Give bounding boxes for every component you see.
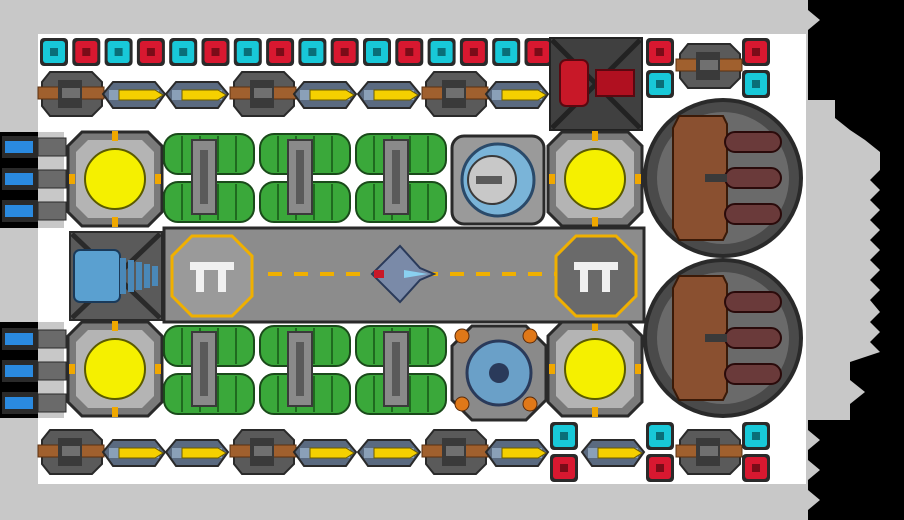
heavy-cannon-turret[interactable]: [643, 98, 803, 258]
cannon-turret[interactable]: [421, 71, 489, 117]
side-thruster[interactable]: [2, 328, 67, 350]
missile-launcher[interactable]: [164, 439, 230, 467]
red-block[interactable]: [330, 38, 359, 66]
missile-launcher[interactable]: [484, 439, 550, 467]
cyan-block[interactable]: [104, 38, 133, 66]
reactor-core[interactable]: [66, 130, 164, 228]
red-block[interactable]: [459, 38, 488, 66]
red-block[interactable]: [72, 38, 101, 66]
missile-launcher[interactable]: [292, 439, 358, 467]
heavy-gun[interactable]: [549, 37, 643, 131]
cyan-block[interactable]: [298, 38, 327, 66]
docked-fighter[interactable]: [370, 244, 437, 304]
cyan-block[interactable]: [550, 422, 578, 450]
cannon-turret[interactable]: [37, 429, 105, 475]
missile-launcher[interactable]: [356, 81, 422, 109]
red-block[interactable]: [201, 38, 230, 66]
cyan-block[interactable]: [363, 38, 391, 66]
cyan-block[interactable]: [742, 422, 770, 450]
side-thruster[interactable]: [2, 200, 67, 222]
missile-launcher[interactable]: [101, 81, 167, 109]
missile-launcher[interactable]: [164, 81, 230, 109]
landing-pad[interactable]: [170, 234, 254, 318]
main-engine[interactable]: [69, 231, 163, 321]
cannon-turret[interactable]: [229, 429, 297, 475]
cyan-block[interactable]: [427, 38, 456, 66]
missile-launcher[interactable]: [356, 439, 422, 467]
cyan-block[interactable]: [492, 38, 521, 66]
red-block[interactable]: [646, 454, 674, 482]
red-block[interactable]: [524, 38, 553, 66]
heavy-cannon-turret[interactable]: [643, 258, 803, 418]
cyan-block[interactable]: [40, 38, 68, 66]
shield-generator[interactable]: [450, 134, 546, 226]
side-thruster[interactable]: [2, 360, 67, 382]
cannon-turret[interactable]: [37, 71, 105, 117]
fuel-tank-bank[interactable]: [163, 325, 447, 415]
cyan-block[interactable]: [169, 38, 198, 66]
sensor-array[interactable]: [450, 324, 548, 422]
reactor-core[interactable]: [546, 130, 644, 228]
side-thruster[interactable]: [2, 168, 67, 190]
side-thruster[interactable]: [2, 392, 67, 414]
cyan-block[interactable]: [742, 70, 770, 98]
landing-pad[interactable]: [554, 234, 638, 318]
cannon-turret[interactable]: [421, 429, 489, 475]
cannon-turret[interactable]: [675, 43, 743, 89]
side-thruster[interactable]: [2, 136, 67, 158]
red-block[interactable]: [646, 38, 674, 66]
red-block[interactable]: [266, 38, 295, 66]
cyan-block[interactable]: [646, 70, 674, 98]
hangar-runway[interactable]: [162, 226, 646, 324]
red-block[interactable]: [550, 454, 578, 482]
cannon-turret[interactable]: [229, 71, 297, 117]
red-block[interactable]: [742, 38, 770, 66]
cannon-turret[interactable]: [675, 429, 743, 475]
red-block[interactable]: [136, 38, 165, 66]
fuel-tank-bank[interactable]: [163, 133, 447, 223]
red-block[interactable]: [742, 454, 770, 482]
missile-launcher[interactable]: [484, 81, 550, 109]
missile-launcher[interactable]: [292, 81, 358, 109]
reactor-core[interactable]: [546, 320, 644, 418]
cyan-block[interactable]: [233, 38, 262, 66]
red-block[interactable]: [395, 38, 424, 66]
missile-launcher[interactable]: [580, 439, 646, 467]
missile-launcher[interactable]: [101, 439, 167, 467]
reactor-core[interactable]: [66, 320, 164, 418]
cyan-block[interactable]: [646, 422, 674, 450]
